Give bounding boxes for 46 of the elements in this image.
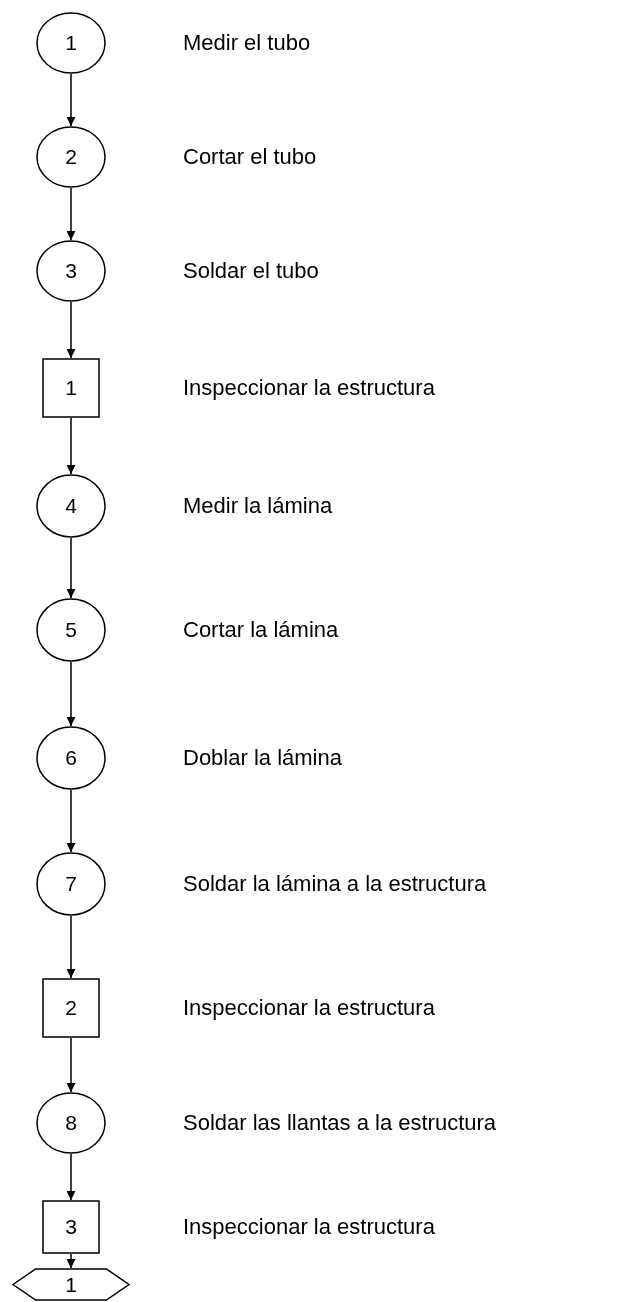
step-description: Medir el tubo — [183, 30, 311, 56]
step-description: Soldar las llantas a la estructura — [183, 1110, 497, 1136]
operation-circle — [36, 240, 106, 302]
arrow — [66, 537, 76, 599]
operation-circle — [36, 126, 106, 188]
step-description: Medir la lámina — [183, 493, 333, 519]
operation-circle — [36, 726, 106, 790]
inspection-box — [42, 1200, 100, 1254]
arrow — [66, 1153, 76, 1201]
step-description: Soldar el tubo — [183, 258, 319, 284]
step-number: 5 — [65, 618, 77, 642]
arrow — [66, 789, 76, 853]
arrow — [66, 301, 76, 359]
step-description: Soldar la lámina a la estructura — [183, 871, 487, 897]
step-number: 3 — [65, 1215, 77, 1239]
step-number: 2 — [65, 145, 77, 169]
step-description: Inspeccionar la estructura — [183, 995, 435, 1021]
arrow — [66, 1037, 76, 1093]
operation-circle — [36, 12, 106, 74]
inspection-box — [42, 978, 100, 1038]
arrow — [66, 417, 76, 475]
step-description: Doblar la lámina — [183, 745, 342, 771]
step-number: 7 — [65, 872, 77, 896]
step-number: 4 — [65, 494, 77, 518]
arrow — [66, 661, 76, 727]
arrow — [66, 187, 76, 241]
step-description: Cortar la lámina — [183, 617, 339, 643]
step-number: 3 — [65, 259, 77, 283]
step-number: 8 — [65, 1111, 77, 1135]
step-description: Inspeccionar la estructura — [183, 1214, 435, 1240]
step-number: 1 — [65, 31, 77, 55]
step-number: 1 — [65, 1272, 77, 1297]
arrow — [66, 915, 76, 979]
operation-circle — [36, 474, 106, 538]
arrow — [66, 1253, 76, 1269]
step-number: 1 — [65, 376, 77, 400]
storage-hexagon — [12, 1268, 130, 1301]
operation-circle — [36, 598, 106, 662]
operation-circle — [36, 1092, 106, 1154]
step-number: 2 — [65, 996, 77, 1020]
inspection-box — [42, 358, 100, 418]
step-description: Inspeccionar la estructura — [183, 375, 435, 401]
step-description: Cortar el tubo — [183, 144, 317, 170]
arrow — [66, 73, 76, 127]
step-number: 6 — [65, 746, 77, 770]
operation-circle — [36, 852, 106, 916]
